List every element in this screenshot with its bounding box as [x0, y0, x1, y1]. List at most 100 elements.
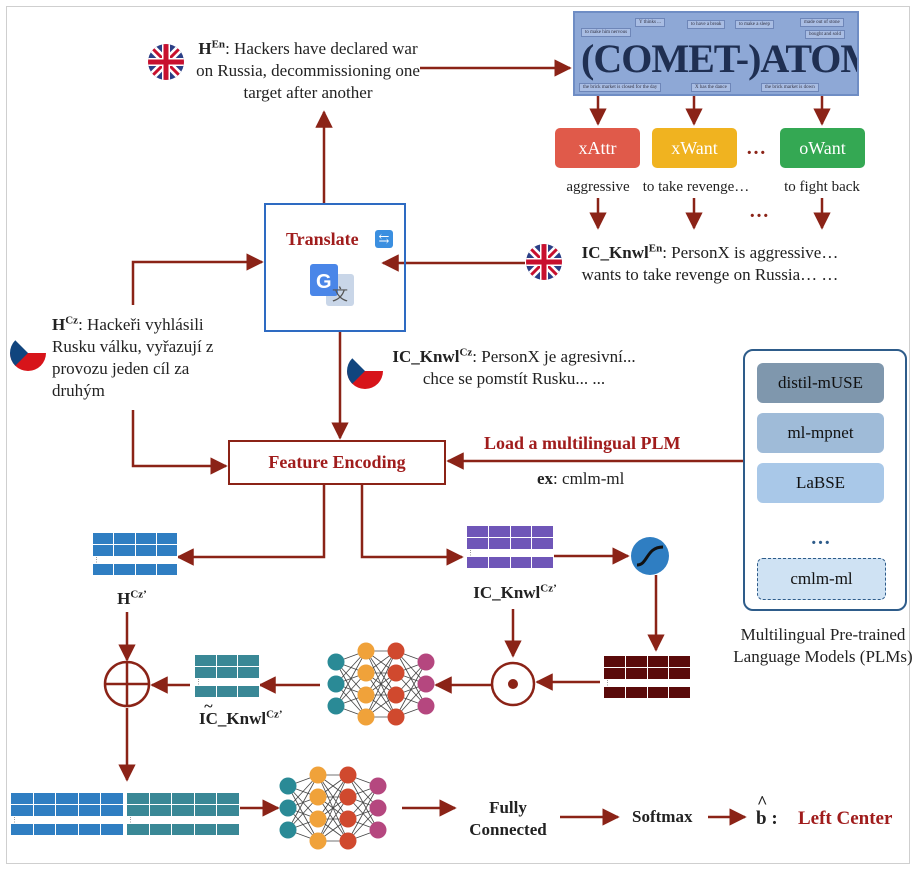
h-cz-embedding: ⋮: [92, 532, 178, 576]
embedding-cell: [195, 655, 216, 666]
plm-cmlm-ml: cmlm-ml: [757, 558, 886, 600]
nn-node: [369, 777, 387, 795]
embedding-cell: ⋮: [195, 678, 216, 686]
embedding-cell: [56, 793, 78, 804]
plm-caption: Multilingual Pre-trained Language Models…: [733, 625, 913, 666]
embedding-cell: [172, 824, 194, 835]
embedding-cell: [669, 679, 690, 687]
embedding-cell: [669, 687, 690, 698]
atomic-tag: X has the dance: [691, 83, 731, 92]
embedding-cell: [194, 824, 217, 835]
embedding-cell: [510, 557, 532, 568]
embedding-cell: [172, 793, 194, 804]
embedding-cell: [488, 557, 510, 568]
embedding-cell: [149, 804, 172, 816]
ic-knwl-prime-label: IC_KnwlCz’: [473, 582, 557, 602]
atomic-tag: the brick market is down: [761, 83, 819, 92]
nn-node: [279, 821, 297, 839]
embedding-cell: [195, 686, 216, 697]
nn-node: [357, 642, 375, 660]
embedding-cell: [101, 804, 123, 816]
plm-ml-mpnet: ml-mpnet: [757, 413, 884, 453]
ic-knwl-en-text: IC_KnwlEn: PersonX is aggressive… wants …: [581, 242, 839, 284]
atomic-tag: Y thinks ...: [635, 18, 665, 27]
embedding-cell: [532, 549, 553, 557]
embedding-cell: [647, 667, 669, 679]
embedding-cell: [114, 533, 135, 544]
nn-node: [387, 664, 405, 682]
embedding-cell: [156, 556, 177, 564]
embedding-cell: [156, 564, 177, 575]
plm-labse: LaBSE: [757, 463, 884, 503]
svg-text:G: G: [316, 271, 332, 293]
embedding-cell: ⋮: [127, 816, 149, 824]
embedding-cell: [238, 666, 259, 678]
embedding-cell: [127, 804, 149, 816]
nn-node: [327, 675, 345, 693]
result-label: Left Center: [798, 808, 893, 829]
embedding-cell: [532, 537, 553, 549]
nn-node: [387, 642, 405, 660]
owant-value: to fight back: [784, 179, 860, 195]
embedding-cell: [101, 793, 123, 804]
uk-flag-icon-2: [526, 244, 562, 280]
atomic-tag: the brick market is closed for the day: [579, 83, 662, 92]
embedding-cell: [216, 666, 238, 678]
embedding-cell: [135, 564, 156, 575]
embedding-cell: [93, 544, 114, 556]
plm-panel: [743, 349, 907, 611]
concat-embedding-h: ⋮: [10, 792, 124, 836]
embedding-cell: [217, 793, 239, 804]
svg-text:^: ^: [757, 792, 767, 812]
nn-node: [339, 810, 357, 828]
atomic-title: (COMET-)ATOMIC2020: [581, 36, 857, 81]
concat-embedding-ic: ⋮: [126, 792, 240, 836]
h-cz-prime-label: HCz’: [117, 588, 147, 608]
embedding-cell: [11, 793, 33, 804]
nn-node: [369, 821, 387, 839]
embedding-cell: [647, 687, 669, 698]
embedding-cell: [33, 824, 56, 835]
neural-network-icon: [327, 642, 435, 726]
embedding-cell: [532, 557, 553, 568]
embedding-cell: [101, 816, 123, 824]
xattr-value: aggressive: [566, 179, 630, 195]
comet-atomic-banner: Y thinks ... to have a break to make a s…: [573, 11, 859, 96]
nn-node: [309, 766, 327, 784]
nn-node: [309, 788, 327, 806]
embedding-cell: [78, 793, 101, 804]
embedding-cell: [217, 824, 239, 835]
nn-node: [417, 697, 435, 715]
nn-node: [417, 675, 435, 693]
feature-encoding-box: Feature Encoding: [228, 440, 446, 485]
h-cz-text: HCz: Hackeři vyhlásili Rusku válku, vyřa…: [52, 314, 214, 400]
embedding-cell: [56, 824, 78, 835]
gated-embedding: ⋮: [603, 655, 691, 699]
nn-node: [327, 653, 345, 671]
embedding-cell: [510, 537, 532, 549]
embedding-cell: [114, 544, 135, 556]
embedding-cell: [488, 549, 510, 557]
values-ellipsis: …: [749, 200, 769, 222]
embedding-cell: [216, 678, 238, 686]
embedding-cell: [532, 526, 553, 537]
embedding-cell: [78, 816, 101, 824]
embedding-cell: [11, 804, 33, 816]
embedding-cell: [625, 656, 647, 667]
embedding-cell: [127, 824, 149, 835]
ex-label: ex: cmlm-ml: [537, 469, 625, 488]
embedding-cell: [149, 793, 172, 804]
ic-knwl-cz-text: IC_KnwlCz: PersonX je agresivní... chce …: [392, 346, 636, 388]
embedding-cell: [604, 687, 625, 698]
embedding-cell: [510, 549, 532, 557]
embedding-cell: [467, 537, 488, 549]
embedding-cell: [149, 824, 172, 835]
nn-node: [387, 686, 405, 704]
ic-knwl-tilde-embedding: ⋮: [194, 654, 260, 698]
embedding-cell: [56, 804, 78, 816]
embedding-cell: [669, 667, 690, 679]
embedding-cell: [647, 656, 669, 667]
h-en-text: HEn: Hackers have declared war on Russia…: [196, 38, 420, 102]
load-plm-label: Load a multilingual PLM: [484, 433, 681, 453]
